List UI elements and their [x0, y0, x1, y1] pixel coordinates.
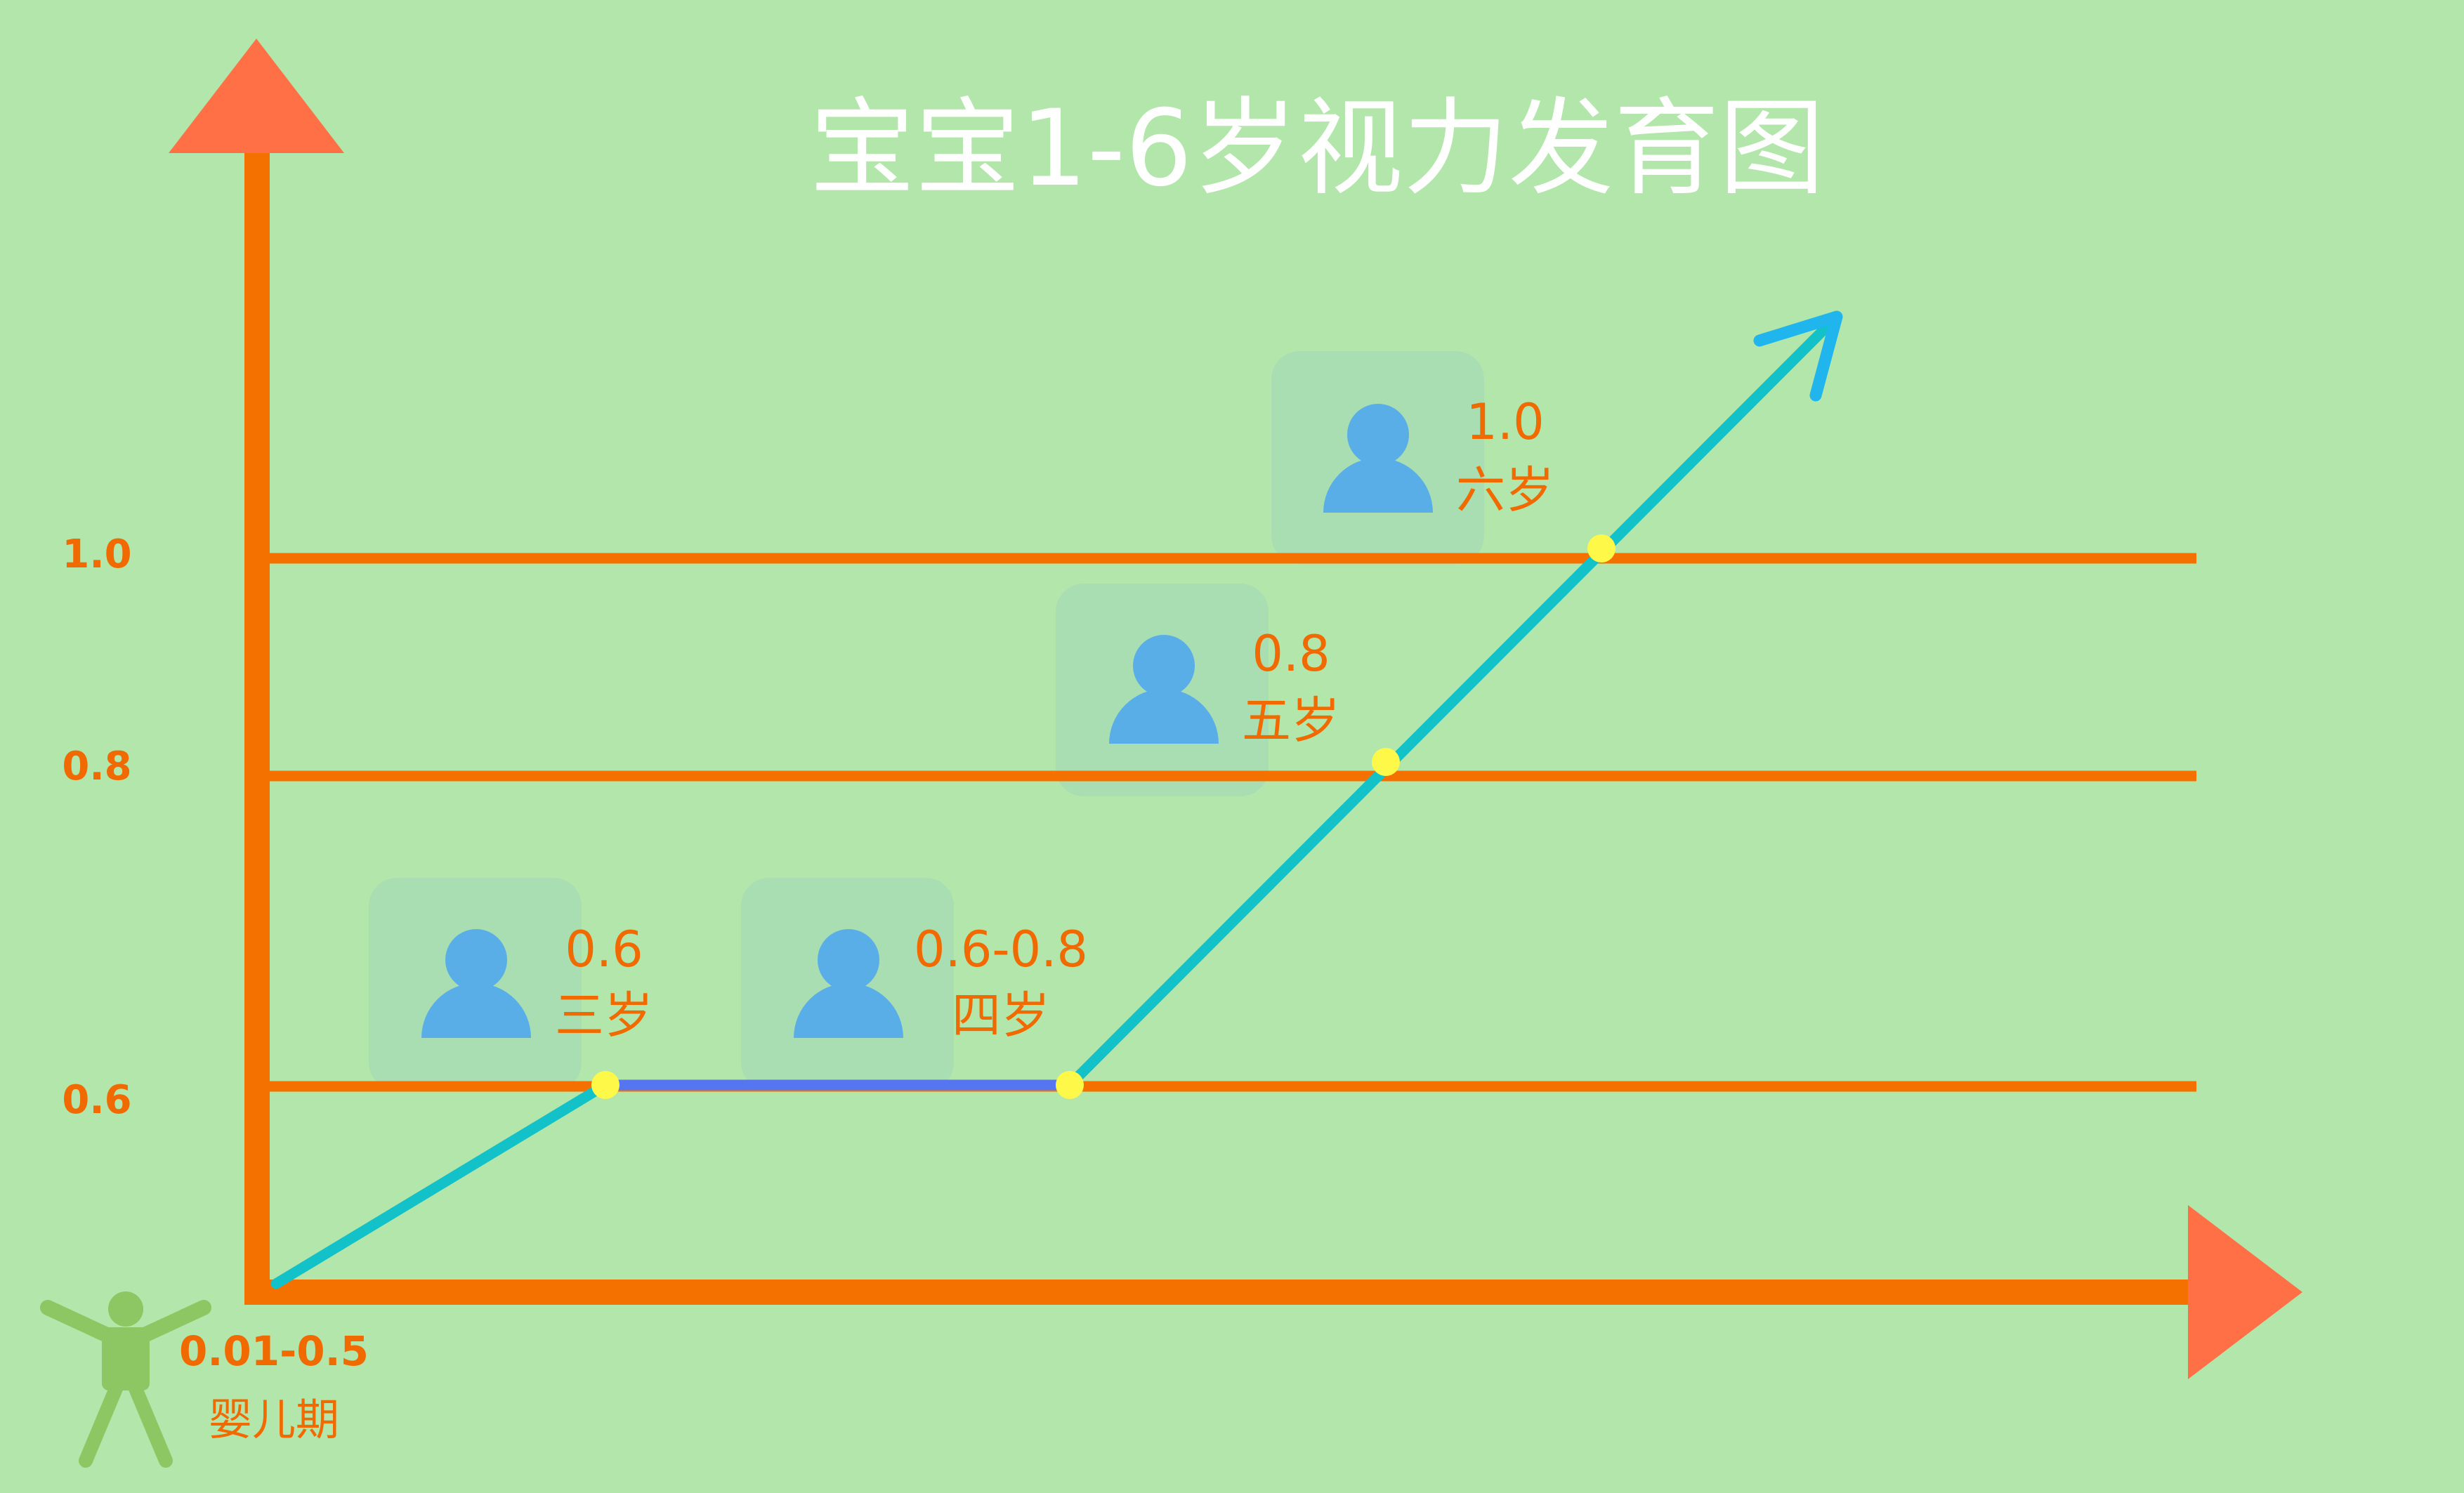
- stage-value-five: 0.8: [1252, 625, 1330, 683]
- stage-age-five: 五岁: [1242, 692, 1340, 749]
- node-four: [1056, 1071, 1084, 1099]
- infant-value: 0.01-0.5: [179, 1327, 369, 1375]
- y-labels: 1.0 0.8 0.6: [62, 532, 131, 1123]
- growth-path: [270, 310, 1843, 1289]
- person-icon: [1109, 635, 1219, 744]
- infant-figure-icon: [40, 1291, 211, 1468]
- stage-age-four: 四岁: [952, 987, 1050, 1044]
- x-axis: [244, 1280, 2190, 1305]
- person-icon: [421, 929, 531, 1038]
- y-label-0-6: 0.6: [62, 1077, 131, 1123]
- stage-value-six: 1.0: [1466, 393, 1544, 451]
- stage-value-three: 0.6: [565, 921, 643, 978]
- growth-line-four-to-six: [1064, 311, 1842, 1091]
- stage-labels: 0.6 三岁 0.6-0.8 四岁 0.8 五岁 1.0 六岁: [555, 393, 1554, 1044]
- growth-line-infant-to-three: [270, 1079, 611, 1289]
- stage-age-three: 三岁: [555, 987, 653, 1044]
- person-icon: [794, 929, 903, 1038]
- level-lines: [266, 553, 2196, 1092]
- page-title: 宝宝1-6岁视力发育图: [810, 88, 1825, 210]
- infant-age: 婴儿期: [209, 1394, 339, 1445]
- y-axis-arrow-icon: [169, 39, 344, 153]
- y-label-0-8: 0.8: [62, 744, 131, 789]
- y-axis: [244, 151, 270, 1303]
- person-icon: [1323, 404, 1433, 513]
- person-icons: [421, 404, 1433, 1038]
- nodes: [591, 534, 1616, 1099]
- y-label-1-0: 1.0: [62, 532, 131, 577]
- stage-value-four: 0.6-0.8: [914, 921, 1088, 978]
- growth-arrow-head-icon: [1753, 310, 1843, 402]
- stage-age-six: 六岁: [1456, 461, 1554, 519]
- x-axis-arrow-icon: [2188, 1205, 2302, 1379]
- node-three: [591, 1071, 620, 1099]
- node-five: [1372, 748, 1400, 776]
- node-six: [1587, 534, 1616, 563]
- axes: [169, 39, 2302, 1379]
